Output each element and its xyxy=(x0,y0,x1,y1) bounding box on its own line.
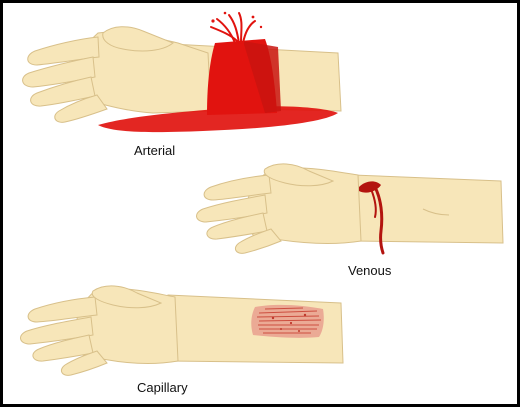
capillary-hand xyxy=(21,286,343,375)
arterial-hand xyxy=(23,12,341,132)
arterial-spurt xyxy=(211,13,255,43)
venous-hand xyxy=(197,164,503,253)
capillary-abrasion xyxy=(251,305,324,338)
label-venous: Venous xyxy=(348,263,391,278)
label-capillary: Capillary xyxy=(137,380,188,395)
bleeding-types-illustration xyxy=(3,3,520,410)
label-arterial: Arterial xyxy=(134,143,175,158)
